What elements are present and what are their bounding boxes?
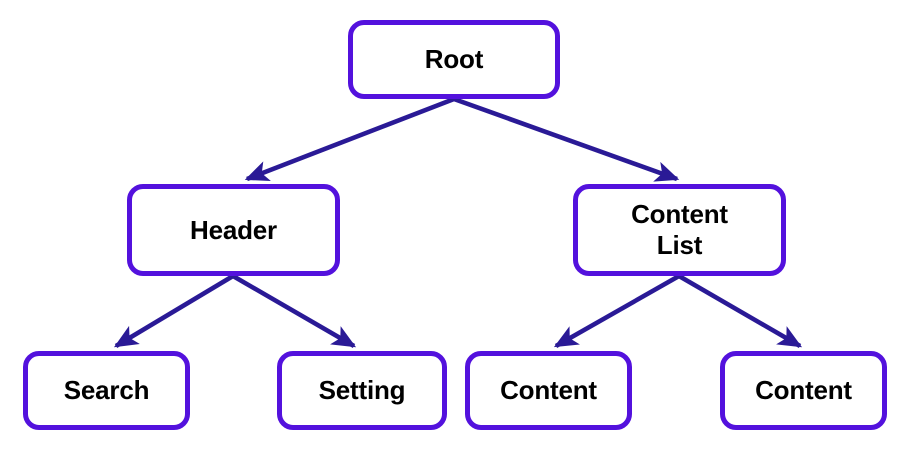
node-content-2-label: Content	[755, 375, 852, 406]
node-search[interactable]: Search	[23, 351, 190, 430]
node-header[interactable]: Header	[127, 184, 340, 276]
node-header-label: Header	[190, 214, 277, 245]
edge-header-to-setting	[231, 274, 357, 348]
edge-content-list-to-content-2	[677, 274, 803, 348]
edge-root-to-header	[244, 96, 455, 182]
node-root-label: Root	[424, 44, 484, 75]
node-content-1[interactable]: Content	[465, 351, 632, 430]
node-content-2[interactable]: Content	[720, 351, 887, 430]
node-search-label: Search	[63, 375, 150, 406]
edge-header-to-search	[113, 274, 235, 348]
node-content-list-label: Content List	[631, 199, 728, 260]
node-content-list[interactable]: Content List	[573, 184, 786, 276]
node-setting-label: Setting	[318, 375, 406, 406]
node-root[interactable]: Root	[348, 20, 560, 99]
edge-root-to-content-list	[453, 96, 680, 182]
node-content-1-label: Content	[500, 375, 597, 406]
node-setting[interactable]: Setting	[277, 351, 447, 430]
edge-content-list-to-content-1	[553, 274, 681, 348]
